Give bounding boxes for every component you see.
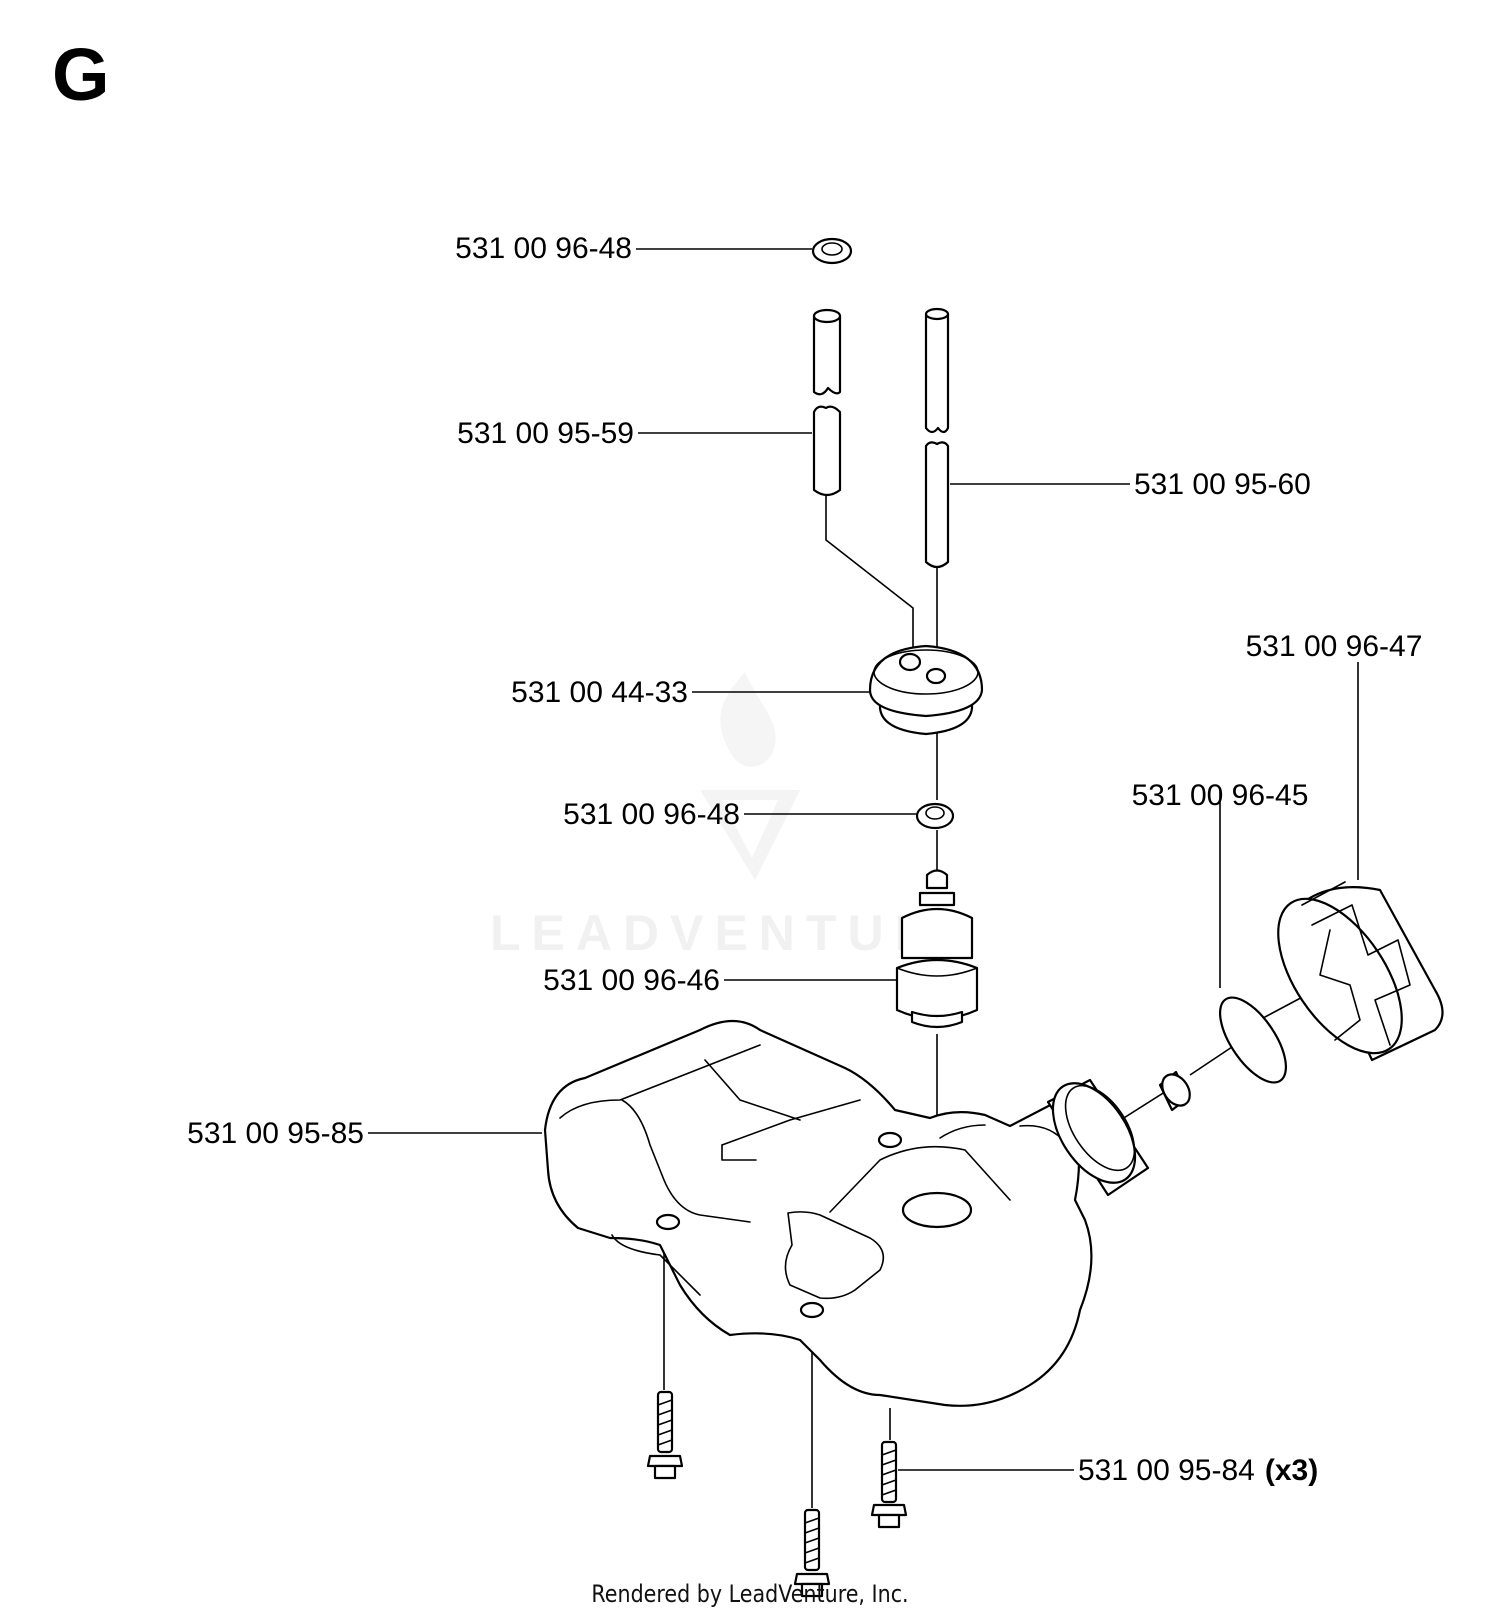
part-label-screw[interactable]: 531 00 95-84 (x3) xyxy=(1078,1454,1318,1487)
fuel-cap-part xyxy=(1277,881,1444,1062)
part-label-vent-seal[interactable]: 531 00 96-45 xyxy=(1132,779,1309,812)
watermark-text: LEADVENTURE xyxy=(490,905,986,961)
seal-top-part xyxy=(811,237,853,265)
part-label-hose-right[interactable]: 531 00 95-60 xyxy=(1134,468,1311,501)
grommet-part xyxy=(868,644,984,736)
part-label-seal-top[interactable]: 531 00 96-48 xyxy=(455,232,632,265)
leader-lines xyxy=(368,248,1359,1508)
hose-left-part xyxy=(812,308,842,497)
screw-part-number: 531 00 95-84 xyxy=(1078,1454,1255,1487)
section-letter: G xyxy=(52,33,110,116)
part-label-fuel-filter[interactable]: 531 00 96-46 xyxy=(543,964,720,997)
seal-lower-part xyxy=(915,802,955,830)
footer-credit: Rendered by LeadVenture, Inc. xyxy=(591,1580,909,1608)
screw-left xyxy=(646,1390,684,1480)
screw-middle xyxy=(793,1508,831,1598)
screw-right xyxy=(870,1440,908,1529)
part-label-seal-lower[interactable]: 531 00 96-48 xyxy=(563,798,740,831)
hose-right-part xyxy=(924,307,950,569)
part-label-hose-left[interactable]: 531 00 95-59 xyxy=(457,417,634,450)
leadventure-watermark: LEADVENTURE xyxy=(490,672,986,961)
part-label-fuel-tank[interactable]: 531 00 95-85 xyxy=(187,1117,364,1150)
fuel-tank-part xyxy=(543,1020,1150,1407)
part-label-grommet[interactable]: 531 00 44-33 xyxy=(511,676,688,709)
part-label-fuel-cap[interactable]: 531 00 96-47 xyxy=(1246,630,1423,663)
vent-seal-part xyxy=(1158,996,1288,1112)
part-labels: 531 00 96-48 531 00 95-59 531 00 95-60 5… xyxy=(187,232,1422,1487)
screw-quantity: (x3) xyxy=(1265,1454,1318,1487)
screw-parts xyxy=(646,1390,908,1598)
fuel-filter-part xyxy=(895,869,979,1029)
